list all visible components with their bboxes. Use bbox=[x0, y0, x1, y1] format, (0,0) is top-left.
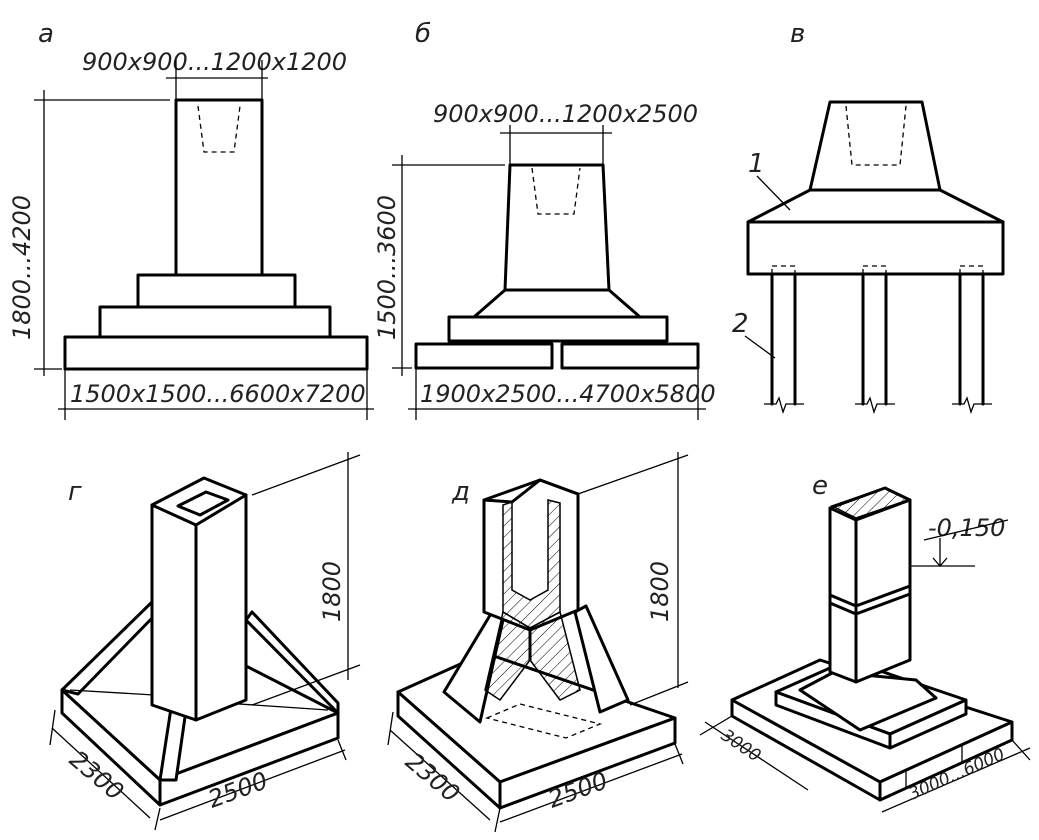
panel-a-letter: а bbox=[38, 19, 54, 49]
panel-e-letter: е bbox=[812, 471, 828, 501]
step-2 bbox=[98, 305, 332, 339]
panel-b: б 900x900...1200x2500 1500...3600 1900x2… bbox=[373, 19, 716, 420]
panel-v: в 1 2 bbox=[732, 19, 1005, 415]
panel-e: е -0,150 3000 3000...6000 bbox=[699, 471, 1031, 813]
panel-a: а 900x900...1200x1200 1800...4200 1500x1… bbox=[8, 19, 374, 420]
panel-a-top-dimension: 900x900...1200x1200 bbox=[82, 48, 347, 76]
panel-g-height-dimension: 1800 bbox=[318, 561, 346, 622]
panel-a-base-dimension: 1500x1500...6600x7200 bbox=[70, 380, 366, 408]
column bbox=[150, 476, 248, 722]
panel-b-height-dimension: 1500...3600 bbox=[373, 195, 401, 340]
step-1 bbox=[136, 273, 297, 309]
panel-d-height-dimension: 1800 bbox=[646, 561, 674, 622]
column bbox=[174, 98, 264, 277]
panel-g-letter: г bbox=[68, 477, 82, 507]
column bbox=[808, 100, 942, 192]
panel-b-letter: б bbox=[415, 19, 431, 49]
panel-d-letter: д bbox=[451, 477, 470, 507]
column bbox=[503, 163, 611, 292]
base-block-left bbox=[414, 342, 554, 370]
pile-cap bbox=[746, 220, 1005, 276]
panel-v-letter: в bbox=[790, 19, 805, 49]
column bbox=[828, 486, 912, 684]
plate bbox=[447, 315, 669, 343]
panel-b-base-dimension: 1900x2500...4700x5800 bbox=[420, 380, 716, 408]
panel-g: г 1800 2300 2500 bbox=[49, 452, 361, 831]
panel-b-top-dimension: 900x900...1200x2500 bbox=[433, 100, 698, 128]
callout-1: 1 bbox=[748, 149, 765, 179]
level-mark: -0,150 bbox=[928, 514, 1005, 542]
haunch bbox=[472, 288, 642, 319]
step-3 bbox=[63, 335, 369, 371]
panel-d: д 1800 2300 2500 bbox=[387, 452, 689, 833]
base-block-right bbox=[560, 342, 700, 370]
panel-a-height-dimension: 1800...4200 bbox=[8, 195, 36, 340]
callout-2: 2 bbox=[732, 309, 749, 339]
piles bbox=[764, 265, 992, 415]
